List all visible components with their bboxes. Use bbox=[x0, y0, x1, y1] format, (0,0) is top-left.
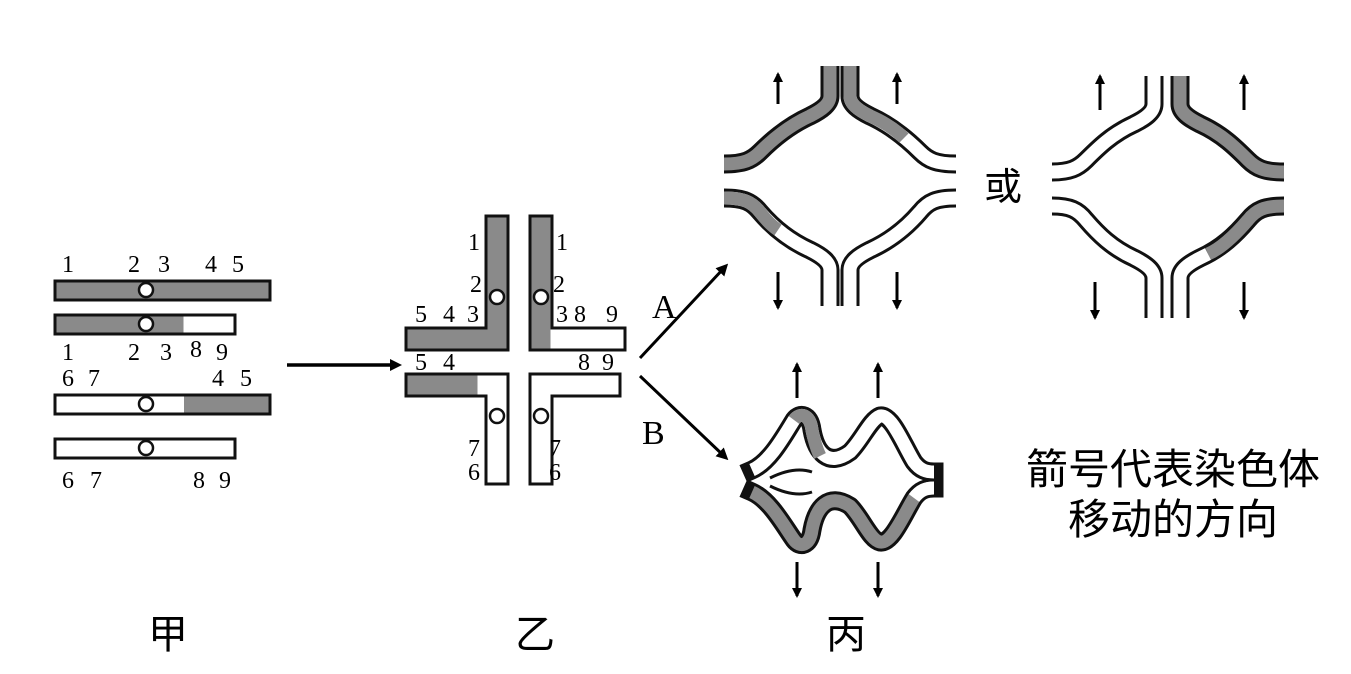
chromosome-yi-bottom-right bbox=[528, 372, 622, 486]
gene-label: 6 bbox=[468, 460, 480, 486]
panel-jia: 1 2 3 4 5 1 2 3 8 9 6 7 4 5 6 7 8 9 甲 bbox=[53, 252, 272, 658]
centromere bbox=[532, 407, 550, 425]
ring-configuration-1 bbox=[723, 66, 957, 310]
figure-eight-configuration bbox=[739, 362, 944, 598]
gene-label: 5 bbox=[232, 252, 244, 278]
gene-label: 9 bbox=[606, 302, 618, 328]
chromosome-jia-1 bbox=[53, 279, 272, 302]
gene-label: 1 bbox=[62, 252, 74, 278]
gene-label: 8 bbox=[574, 302, 586, 328]
gene-label: 2 bbox=[128, 252, 140, 278]
centromere bbox=[137, 439, 155, 457]
gene-label: 5 bbox=[240, 366, 252, 392]
gene-label: 3 bbox=[556, 302, 568, 328]
gene-label: 4 bbox=[212, 366, 224, 392]
gene-label: 7 bbox=[90, 468, 102, 494]
chromosome-yi-top-left bbox=[404, 214, 510, 352]
gene-label: 2 bbox=[470, 272, 482, 298]
gene-label: 8 bbox=[190, 337, 202, 363]
gene-label: 2 bbox=[553, 272, 565, 298]
gene-label: 8 bbox=[193, 468, 205, 494]
gene-label: 4 bbox=[205, 252, 217, 278]
gene-label: 6 bbox=[62, 468, 74, 494]
note-line-2: 移动的方向 bbox=[1068, 495, 1278, 544]
gene-label: 3 bbox=[158, 252, 170, 278]
panel-label-bing: 丙 bbox=[826, 612, 866, 658]
panel-label-yi: 乙 bbox=[515, 612, 555, 658]
gene-label: 7 bbox=[549, 436, 561, 462]
panel-yi: 1 2 5 4 3 5 4 7 6 1 2 3 8 9 8 9 7 6 乙 bbox=[404, 214, 627, 658]
centromere bbox=[532, 288, 550, 306]
gene-label: 3 bbox=[160, 340, 172, 366]
gene-label: 5 bbox=[415, 350, 427, 376]
gene-label: 7 bbox=[88, 366, 100, 392]
centromere bbox=[137, 395, 155, 413]
ring-configuration-2 bbox=[1051, 74, 1285, 320]
or-label: 或 bbox=[984, 165, 1022, 209]
gene-label: 9 bbox=[219, 468, 231, 494]
gene-label: 9 bbox=[602, 350, 614, 376]
gene-label: 5 bbox=[415, 302, 427, 328]
note-line-1: 箭号代表染色体 bbox=[1026, 445, 1320, 494]
centromere bbox=[488, 407, 506, 425]
arrow-path-a bbox=[638, 263, 729, 360]
gene-label: 2 bbox=[128, 340, 140, 366]
gene-label: 4 bbox=[443, 350, 455, 376]
gene-label: 1 bbox=[468, 230, 480, 256]
gene-label: 9 bbox=[216, 340, 228, 366]
path-label-b: B bbox=[642, 415, 665, 452]
arrow-path-b bbox=[638, 374, 729, 461]
centromere bbox=[137, 315, 155, 333]
panel-label-jia: 甲 bbox=[148, 612, 188, 658]
gene-label: 8 bbox=[578, 350, 590, 376]
gene-label: 1 bbox=[556, 230, 568, 256]
centromere bbox=[488, 288, 506, 306]
gene-label: 6 bbox=[549, 460, 561, 486]
gene-label: 1 bbox=[62, 340, 74, 366]
gene-label: 4 bbox=[443, 302, 455, 328]
path-label-a: A bbox=[652, 289, 677, 326]
gene-label: 3 bbox=[467, 302, 479, 328]
gene-label: 7 bbox=[468, 436, 480, 462]
gene-label: 6 bbox=[62, 366, 74, 392]
centromere bbox=[137, 281, 155, 299]
